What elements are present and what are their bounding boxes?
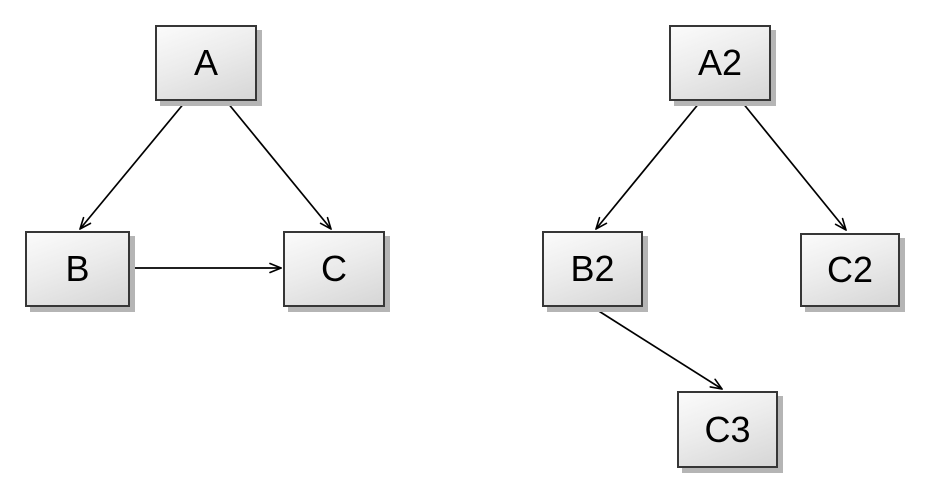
node-label-A: A <box>193 42 218 83</box>
edge-A-C <box>226 101 331 229</box>
node-label-C2: C2 <box>826 249 874 290</box>
edge-A2-C2 <box>741 101 846 230</box>
node-label-C3: C3 <box>704 408 751 450</box>
node-label-B2: B2 <box>570 248 615 289</box>
node-A2[interactable]: A2 <box>669 25 771 101</box>
node-C3[interactable]: C3 <box>677 391 778 468</box>
node-B2[interactable]: B2 <box>542 231 643 307</box>
node-C[interactable]: C <box>283 231 385 307</box>
edge-A-B <box>80 101 186 229</box>
node-B[interactable]: B <box>25 231 130 307</box>
node-label-B: B <box>65 248 90 289</box>
edge-A2-B2 <box>596 101 701 229</box>
edge-B2-C3 <box>593 307 722 389</box>
node-label-C: C <box>321 248 347 289</box>
node-label-A2: A2 <box>697 42 743 83</box>
node-A[interactable]: A <box>155 25 257 101</box>
node-C2[interactable]: C2 <box>800 233 900 307</box>
